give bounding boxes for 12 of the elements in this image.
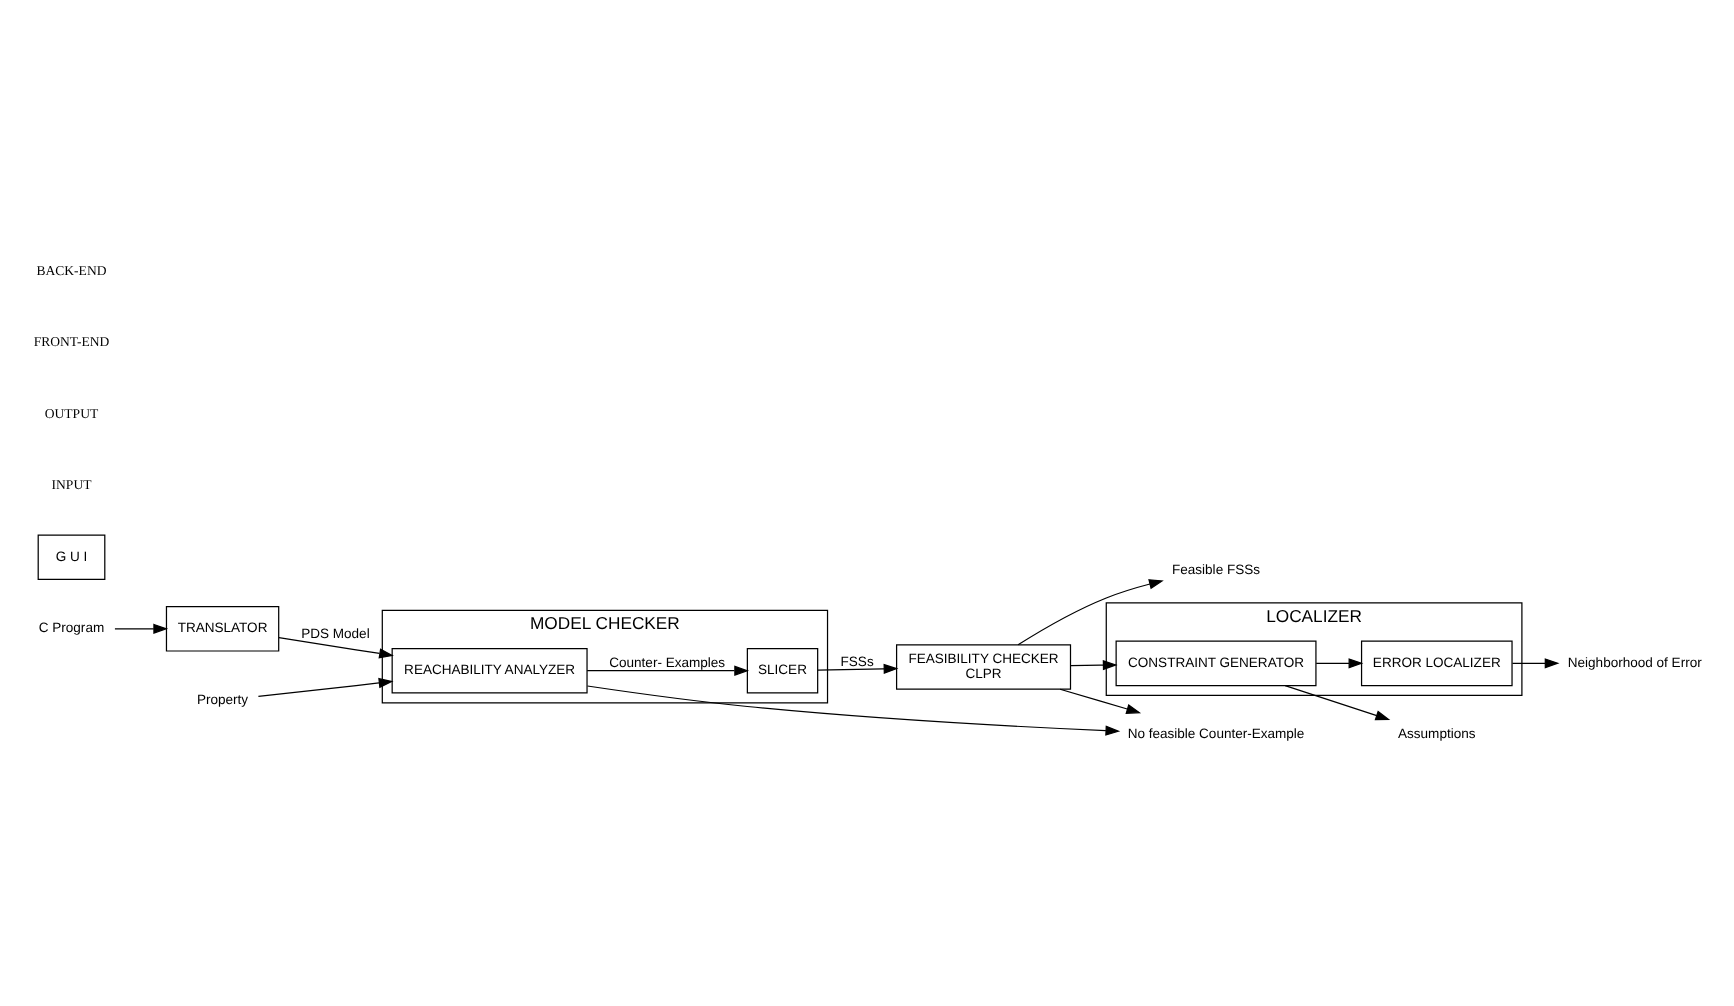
arrow: [278, 636, 394, 659]
arrow: [586, 665, 750, 676]
arrow: [1511, 658, 1560, 669]
arrow: [257, 677, 394, 698]
arrow: [1315, 658, 1364, 669]
arrow: [1070, 659, 1118, 671]
arrow: [114, 623, 169, 634]
arrow: [586, 685, 1121, 736]
arrow: [1059, 688, 1142, 714]
arrow: [817, 663, 899, 675]
arrow: [1284, 684, 1391, 721]
arrow: [1017, 579, 1164, 646]
